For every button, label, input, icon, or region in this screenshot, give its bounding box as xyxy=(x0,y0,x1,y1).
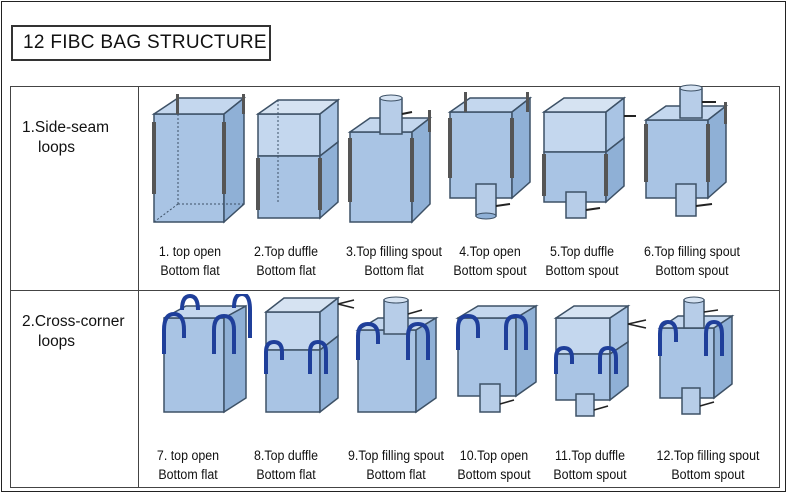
bag-diagram-8 xyxy=(258,294,366,420)
caption-3: 3.Top filling spout Bottom flat xyxy=(339,242,449,280)
caption-11: 11.Top duffle Bottom spout xyxy=(535,446,645,484)
caption-8: 8.Top duffle Bottom flat xyxy=(231,446,341,484)
caption-line2: Bottom spout xyxy=(457,467,531,482)
structure-table xyxy=(10,86,780,488)
caption-line1: 5.Top duffle xyxy=(550,244,614,259)
row-label-line1: 1.Side-seam xyxy=(22,119,110,136)
caption-line2: Bottom flat xyxy=(256,467,316,482)
caption-12: 12.Top filling spout Bottom spout xyxy=(653,446,763,484)
caption-line2: Bottom flat xyxy=(366,467,426,482)
caption-9: 9.Top filling spout Bottom flat xyxy=(341,446,451,484)
bag-diagram-10 xyxy=(452,294,560,420)
caption-line1: 10.Top open xyxy=(459,448,529,463)
caption-line1: 12.Top filling spout xyxy=(656,448,760,463)
caption-line2: Bottom flat xyxy=(256,263,316,278)
row-label-line1: 2.Cross-corner xyxy=(22,313,125,330)
bag-diagram-9 xyxy=(350,294,458,420)
caption-line2: Bottom flat xyxy=(364,263,424,278)
caption-line1: 2.Top duffle xyxy=(254,244,318,259)
caption-line1: 4.Top open xyxy=(459,244,521,259)
caption-line2: Bottom flat xyxy=(160,263,220,278)
page-title: 12 FIBC BAG STRUCTURE xyxy=(11,25,271,61)
caption-line2: Bottom spout xyxy=(655,263,729,278)
caption-line1: 1. top open xyxy=(158,244,222,259)
bag-diagram-2 xyxy=(252,92,360,232)
bag-diagram-12 xyxy=(654,294,762,420)
caption-line1: 11.Top duffle xyxy=(554,448,625,463)
caption-line1: 6.Top filling spout xyxy=(644,244,740,259)
caption-line2: Bottom flat xyxy=(158,467,218,482)
bag-diagram-7 xyxy=(158,294,266,420)
bag-diagram-6 xyxy=(640,84,748,232)
bag-diagram-4 xyxy=(446,92,554,232)
caption-7: 7. top open Bottom flat xyxy=(133,446,243,484)
caption-line1: 9.Top filling spout xyxy=(348,448,444,463)
row-label-line2: loops xyxy=(38,139,76,156)
caption-line2: Bottom spout xyxy=(453,263,527,278)
column-divider xyxy=(138,86,139,488)
row-divider xyxy=(10,290,780,291)
row-label-side-seam: 1.Side-seam loops xyxy=(22,118,109,158)
caption-line1: 8.Top duffle xyxy=(254,448,318,463)
caption-line2: Bottom spout xyxy=(671,467,745,482)
bag-diagram-5 xyxy=(538,92,646,232)
caption-5: 5.Top duffle Bottom spout xyxy=(527,242,637,280)
caption-line2: Bottom spout xyxy=(553,467,627,482)
caption-line2: Bottom spout xyxy=(545,263,619,278)
caption-4: 4.Top open Bottom spout xyxy=(435,242,545,280)
row-label-line2: loops xyxy=(38,333,76,350)
caption-line1: 7. top open xyxy=(156,448,220,463)
caption-10: 10.Top open Bottom spout xyxy=(439,446,549,484)
caption-2: 2.Top duffle Bottom flat xyxy=(231,242,341,280)
caption-line1: 3.Top filling spout xyxy=(346,244,442,259)
bag-diagram-11 xyxy=(550,294,658,420)
caption-1: 1. top open Bottom flat xyxy=(135,242,245,280)
row-label-cross-corner: 2.Cross-corner loops xyxy=(22,312,125,352)
caption-6: 6.Top filling spout Bottom spout xyxy=(637,242,747,280)
bag-diagram-3 xyxy=(344,92,452,232)
bag-diagram-1 xyxy=(150,92,258,232)
